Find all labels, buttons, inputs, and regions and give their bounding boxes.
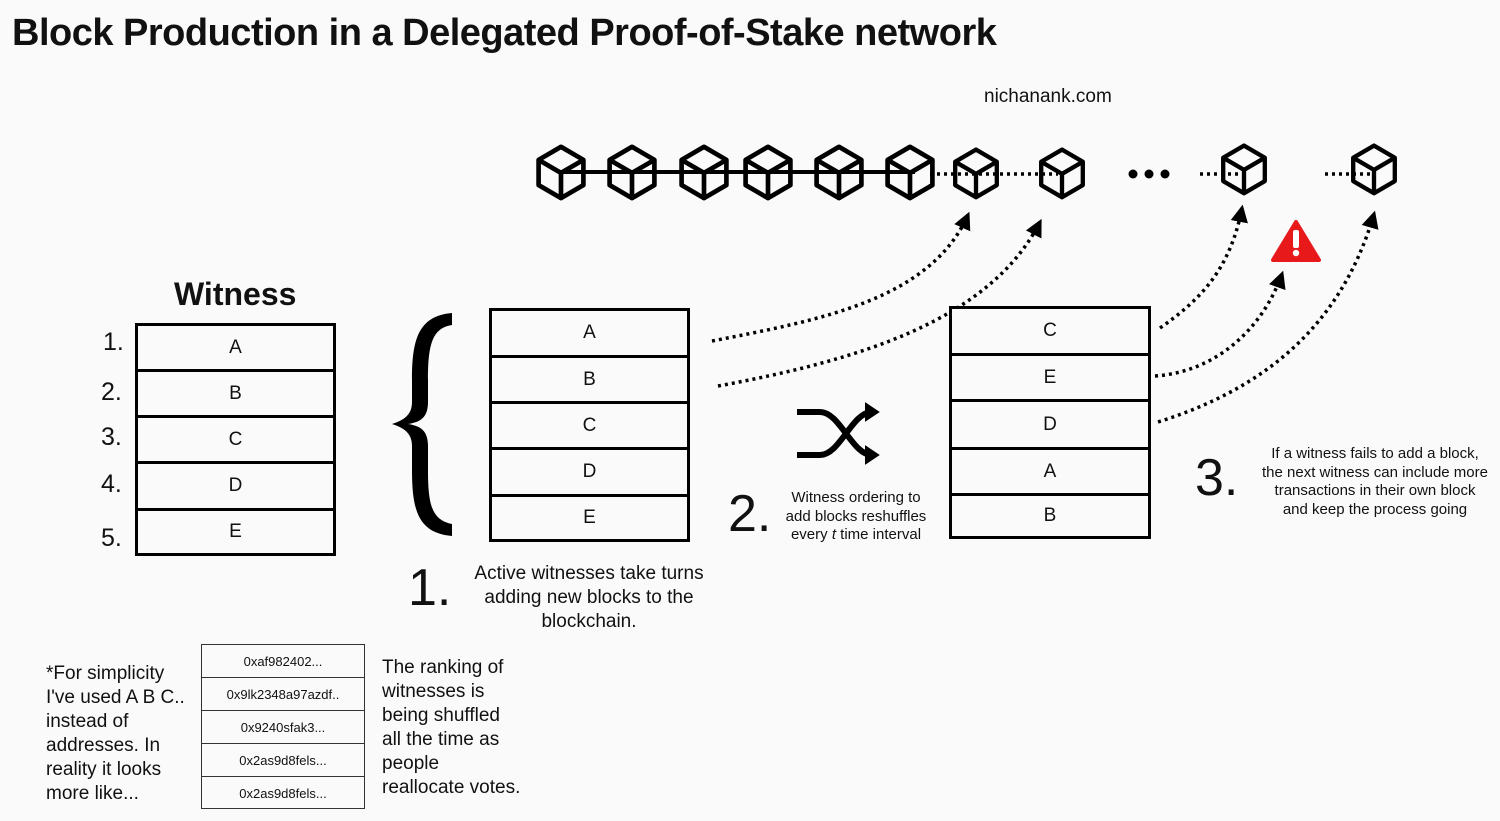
step-3-description: If a witness fails to add a block, the n… bbox=[1262, 445, 1488, 518]
footnote-line: instead of bbox=[46, 711, 129, 732]
rank-label: 5. bbox=[101, 524, 122, 552]
footnote-line: reallocate votes. bbox=[382, 777, 521, 798]
shuffle-icon bbox=[797, 402, 880, 465]
active-witness-cell: C bbox=[492, 404, 687, 450]
witness-cell: E bbox=[229, 521, 242, 542]
step-3-number: 3. bbox=[1195, 449, 1239, 507]
footnote-line: all the time as bbox=[382, 729, 500, 750]
dotted-arrows bbox=[711, 204, 1379, 424]
active-witness-cell: D bbox=[492, 450, 687, 497]
ellipsis-dot bbox=[1160, 169, 1170, 179]
footnote-line: more like... bbox=[46, 783, 139, 804]
rank-label: 4. bbox=[101, 470, 122, 498]
reshuffled-witness-table: C E D A B bbox=[949, 306, 1151, 539]
witness-cell: C bbox=[138, 418, 333, 464]
step-1-number: 1. bbox=[408, 559, 452, 617]
active-witness-table: A B C D E bbox=[489, 308, 690, 542]
active-witness-cell: A bbox=[492, 311, 687, 358]
footnote-line: witnesses is bbox=[382, 681, 485, 702]
pending-block-icon bbox=[1223, 146, 1265, 194]
footnote-right: The ranking of witnesses is being shuffl… bbox=[382, 656, 520, 800]
reshuffled-witness-cell: C bbox=[952, 309, 1148, 356]
blockchain-pending bbox=[930, 146, 1395, 198]
diagram-title: Block Production in a Delegated Proof-of… bbox=[12, 12, 997, 54]
footnote-line: people bbox=[382, 753, 440, 774]
ellipsis-dot bbox=[1144, 169, 1154, 179]
step-2-number: 2. bbox=[728, 485, 772, 543]
arrow-d-to-block bbox=[1157, 210, 1379, 424]
pending-block-icon bbox=[955, 150, 997, 198]
witness-cell: A bbox=[138, 326, 333, 372]
address-cell: 0x9240sfak3... bbox=[202, 711, 364, 744]
active-witness-cell: B bbox=[492, 358, 687, 404]
warning-triangle-icon bbox=[1271, 220, 1321, 262]
witness-cell: D bbox=[138, 464, 333, 511]
step-2-variable: t bbox=[831, 526, 836, 543]
footnote-line: addresses. In bbox=[46, 735, 161, 756]
step-2-text-end: time interval bbox=[836, 526, 922, 543]
step-2-text: Witness ordering to add blocks reshuffle… bbox=[785, 489, 927, 543]
address-cell: 0xaf982402... bbox=[202, 645, 364, 678]
reshuffled-witness-cell: A bbox=[952, 450, 1148, 496]
witness-cell: B bbox=[138, 372, 333, 418]
address-cell: 0x9lk2348a97azdf.. bbox=[202, 678, 364, 711]
arrow-a-to-block bbox=[711, 211, 971, 343]
rank-label: 1. bbox=[103, 328, 124, 356]
arrow-e-to-warning bbox=[1154, 270, 1286, 378]
witness-heading: Witness bbox=[174, 276, 297, 312]
active-witness-cell: E bbox=[583, 507, 596, 528]
ellipsis-dot bbox=[1128, 169, 1138, 179]
arrow-b-to-block bbox=[717, 218, 1042, 388]
curly-brace-icon bbox=[392, 313, 452, 536]
arrow-c-to-block bbox=[1158, 204, 1248, 330]
step-2-description: Witness ordering to add blocks reshuffle… bbox=[782, 489, 930, 545]
footnote-line: being shuffled bbox=[382, 705, 500, 726]
reshuffled-witness-cell: B bbox=[1043, 505, 1057, 526]
footnote-left: *For simplicity I've used A B C.. instea… bbox=[46, 662, 185, 806]
footnote-line: reality it looks bbox=[46, 759, 162, 780]
rank-label: 2. bbox=[101, 378, 122, 406]
reshuffled-witness-cell: E bbox=[952, 356, 1148, 402]
pending-block-icon bbox=[1041, 150, 1083, 198]
rank-label: 3. bbox=[101, 423, 122, 451]
pending-block-icon bbox=[1353, 146, 1395, 194]
footnote-line: The ranking of bbox=[382, 657, 504, 678]
address-cell: 0x2as9d8fels... bbox=[202, 744, 364, 777]
address-table: 0xaf982402... 0x9lk2348a97azdf.. 0x9240s… bbox=[201, 644, 365, 809]
reshuffled-witness-cell: D bbox=[952, 402, 1148, 450]
address-cell: 0x2as9d8fels... bbox=[239, 786, 327, 801]
site-credit: nichanank.com bbox=[984, 86, 1112, 107]
footnote-line: *For simplicity bbox=[46, 663, 165, 684]
footnote-line: I've used A B C.. bbox=[46, 687, 185, 708]
step-1-description: Active witnesses take turns adding new b… bbox=[474, 563, 704, 632]
witness-table: A B C D E bbox=[135, 323, 336, 556]
blockchain-linked bbox=[539, 147, 933, 198]
